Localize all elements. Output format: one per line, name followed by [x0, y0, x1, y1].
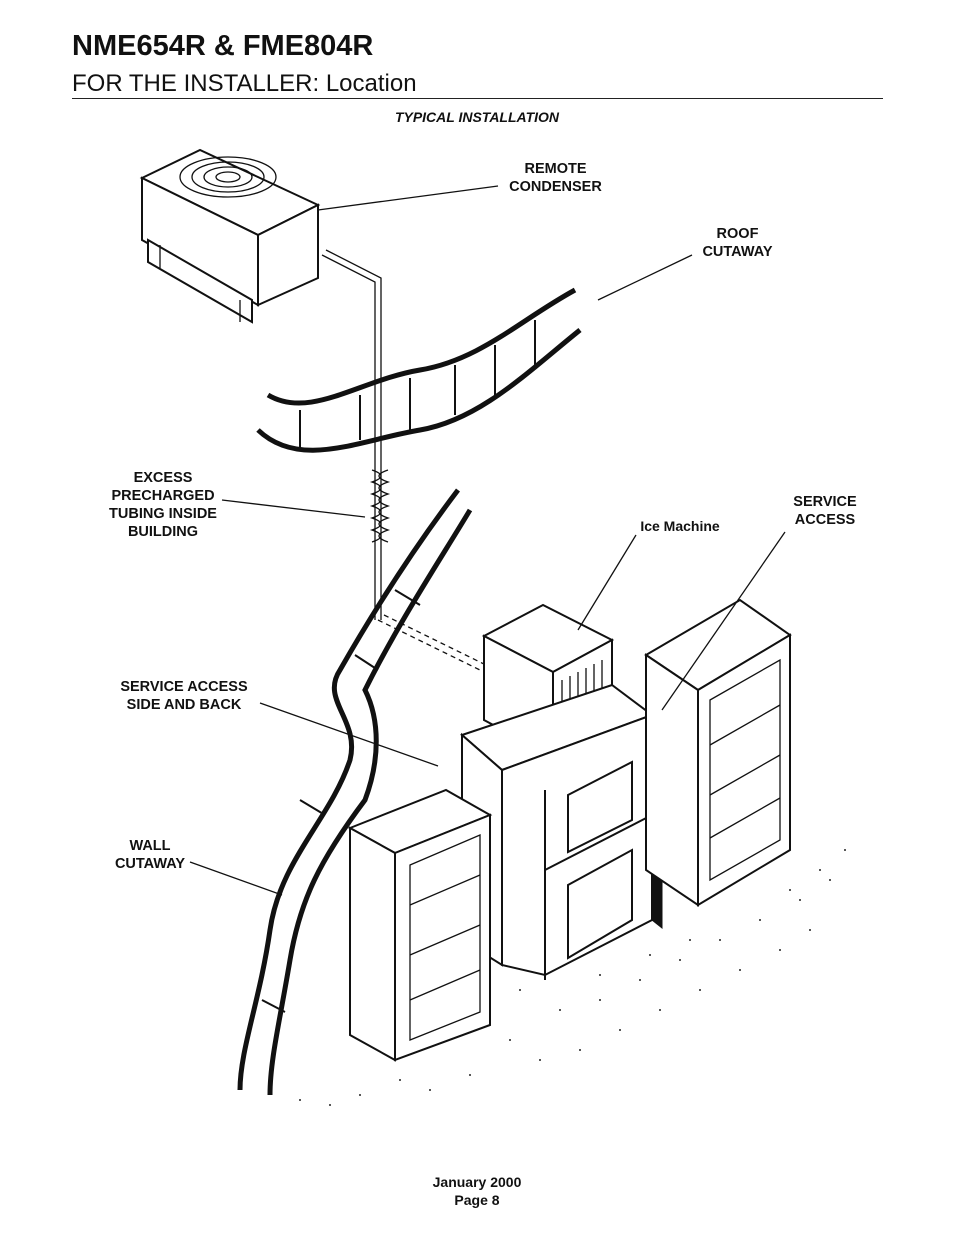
leader-lines	[189, 185, 786, 896]
label-ice-machine: Ice Machine	[640, 518, 720, 534]
installation-illustration	[139, 148, 846, 1106]
wall-cutaway	[237, 488, 473, 1096]
page-footer: January 2000 Page 8	[0, 1173, 954, 1209]
right-shelving-cabinet	[644, 598, 792, 907]
remote-condenser-unit	[139, 148, 321, 324]
floor-texture	[299, 849, 846, 1106]
roof-cutaway	[256, 287, 582, 453]
label-service-access: SERVICE ACCESS	[793, 494, 857, 528]
refrigerant-tubing	[321, 249, 487, 671]
label-remote-condenser: REMOTE CONDENSER	[509, 161, 602, 195]
header-rule	[72, 98, 883, 99]
label-wall-cutaway: WALL CUTAWAY	[114, 838, 186, 872]
ice-storage-bin	[460, 683, 663, 980]
label-roof-cutaway: ROOF CUTAWAY	[702, 226, 773, 260]
label-excess-tubing: EXCESS PRECHARGED TUBING INSIDE BUILDING	[109, 470, 217, 540]
footer-page-number: Page 8	[454, 1192, 500, 1208]
figure-caption: TYPICAL INSTALLATION	[394, 109, 560, 125]
left-shelving-cabinet	[347, 788, 493, 1062]
footer-date: January 2000	[432, 1174, 522, 1190]
section-title: FOR THE INSTALLER: Location	[72, 70, 417, 97]
label-service-access-side-back: SERVICE ACCESS SIDE AND BACK	[120, 679, 248, 713]
page-title: NME654R & FME804R	[72, 30, 374, 62]
